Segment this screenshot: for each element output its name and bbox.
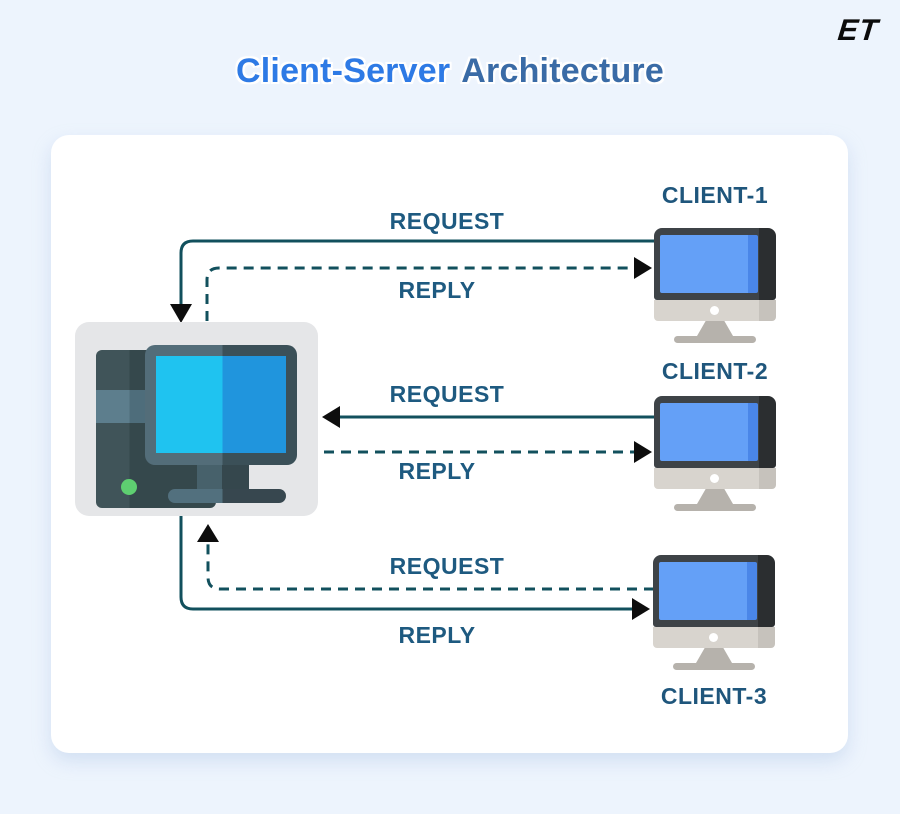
client-1-label: CLIENT-1 [661,182,769,208]
client-2-base [674,504,756,511]
client-3-chin [653,627,775,648]
client-3-label: CLIENT-3 [660,683,768,709]
server-monitor-base [168,489,286,503]
client-3-base [673,663,755,670]
request-label-client-2: REQUEST [389,381,505,407]
page-title: Client-Server Architecture [0,52,900,91]
reply-label-client-1: REPLY [398,277,476,303]
client-2-stand [697,489,733,504]
client-1-base [674,336,756,343]
client-node-3: CLIENT-3 [653,555,775,709]
page-title-primary: Client-Server [236,52,451,90]
client-2-monitor-icon [654,396,776,468]
server-monitor-screen [156,356,286,453]
client-3-monitor-icon [653,555,775,627]
client-1-chin [654,300,776,321]
et-logo: ET [835,14,880,47]
reply-label-client-2: REPLY [398,458,476,484]
server-power-dot-icon [121,479,137,495]
server-monitor-stand [197,465,249,491]
client-1-stand [697,321,733,336]
client-2-label: CLIENT-2 [661,358,769,384]
client-1-monitor-icon [654,228,776,300]
client-2-camera-dot-icon [710,474,719,483]
client-3-stand [696,648,732,663]
client-2-screen [660,403,758,461]
reply-label-client-3: REPLY [398,622,476,648]
request-label-client-1: REQUEST [389,208,505,234]
client-1-screen [660,235,758,293]
request-label-client-3: REQUEST [389,553,505,579]
client-3-screen [659,562,757,620]
client-3-camera-dot-icon [709,633,718,642]
client-1-camera-dot-icon [710,306,719,315]
client-2-chin [654,468,776,489]
client-node-1: CLIENT-1 [654,182,776,343]
page-title-secondary: Architecture [461,52,664,90]
client-node-2: CLIENT-2 [654,358,776,511]
